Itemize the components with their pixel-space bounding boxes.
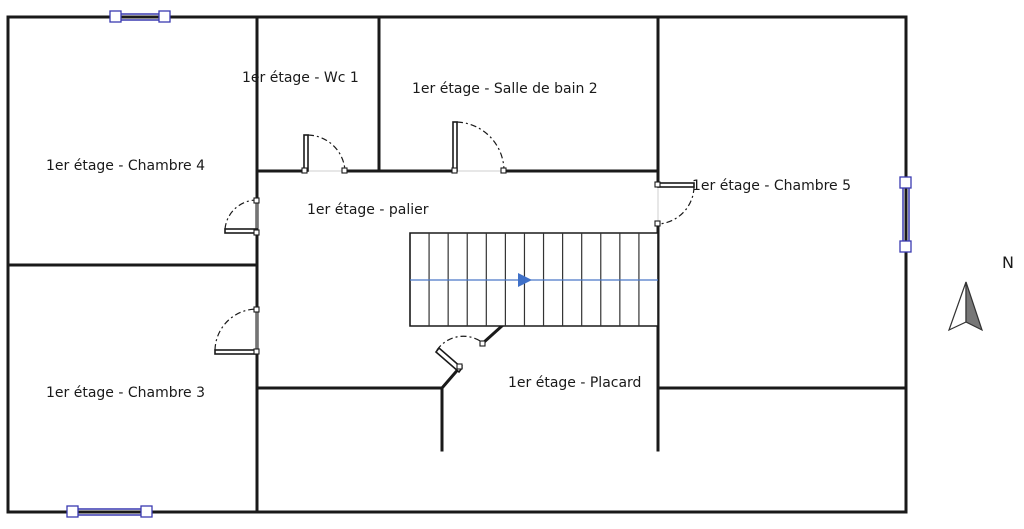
door-hinge: [253, 229, 260, 236]
door-hinge: [500, 167, 507, 174]
doors: [214, 121, 695, 374]
door-leaf: [303, 134, 309, 172]
door-chambre-4[interactable]: [224, 197, 260, 236]
door-hinge: [479, 340, 486, 347]
wall-placard-diagonal: [480, 322, 506, 346]
room-label-chambre-5: 1er étage - Chambre 5: [692, 178, 851, 194]
interior-walls: [6, 15, 908, 514]
door-leaf: [452, 121, 458, 172]
room-label-placard: 1er étage - Placard: [508, 375, 641, 391]
door-swing-arc: [307, 134, 346, 172]
door-hinge: [654, 181, 661, 188]
door-swing-arc: [657, 186, 695, 225]
door-chambre-5[interactable]: [654, 181, 695, 227]
door-salle-de-bain[interactable]: [451, 121, 507, 174]
door-hinge: [253, 348, 260, 355]
compass: N: [947, 253, 1014, 332]
door-leaf: [224, 228, 258, 234]
door-swing-arc: [456, 121, 505, 172]
door-swing-arc: [224, 199, 258, 230]
window-bottom[interactable]: [66, 505, 153, 518]
window-frame: [899, 176, 912, 189]
door-wc[interactable]: [301, 134, 348, 174]
room-label-salle-de-bain-2: 1er étage - Salle de bain 2: [412, 81, 598, 97]
door-leaf: [657, 182, 695, 188]
door-openings: [256, 170, 659, 352]
door-chambre-3[interactable]: [214, 306, 260, 355]
door-hinge: [654, 220, 661, 227]
door-swing-arc: [436, 335, 484, 351]
window-frame: [140, 505, 153, 518]
door-placard[interactable]: [434, 335, 486, 374]
door-hinge: [253, 197, 260, 204]
north-arrow-icon: [947, 281, 984, 332]
room-labels: 1er étage - Wc 1 1er étage - Salle de ba…: [46, 70, 851, 401]
room-label-chambre-3: 1er étage - Chambre 3: [46, 385, 205, 401]
room-label-palier: 1er étage - palier: [307, 202, 429, 218]
window-frame: [66, 505, 79, 518]
door-hinge: [451, 167, 458, 174]
door-swing-arc: [214, 308, 258, 351]
door-hinge: [301, 167, 308, 174]
staircase: [409, 232, 659, 327]
window-top[interactable]: [109, 10, 171, 23]
room-label-wc1: 1er étage - Wc 1: [242, 70, 359, 86]
stair-direction-arrow-icon: [518, 273, 532, 287]
door-hinge: [456, 363, 463, 370]
door-hinge: [253, 306, 260, 313]
room-label-chambre-4: 1er étage - Chambre 4: [46, 158, 205, 174]
windows: [66, 10, 912, 518]
window-right[interactable]: [899, 176, 912, 253]
door-leaf: [214, 349, 258, 355]
north-label: N: [1002, 253, 1014, 272]
door-hinge: [341, 167, 348, 174]
window-frame: [158, 10, 171, 23]
window-frame: [899, 240, 912, 253]
window-frame: [109, 10, 122, 23]
